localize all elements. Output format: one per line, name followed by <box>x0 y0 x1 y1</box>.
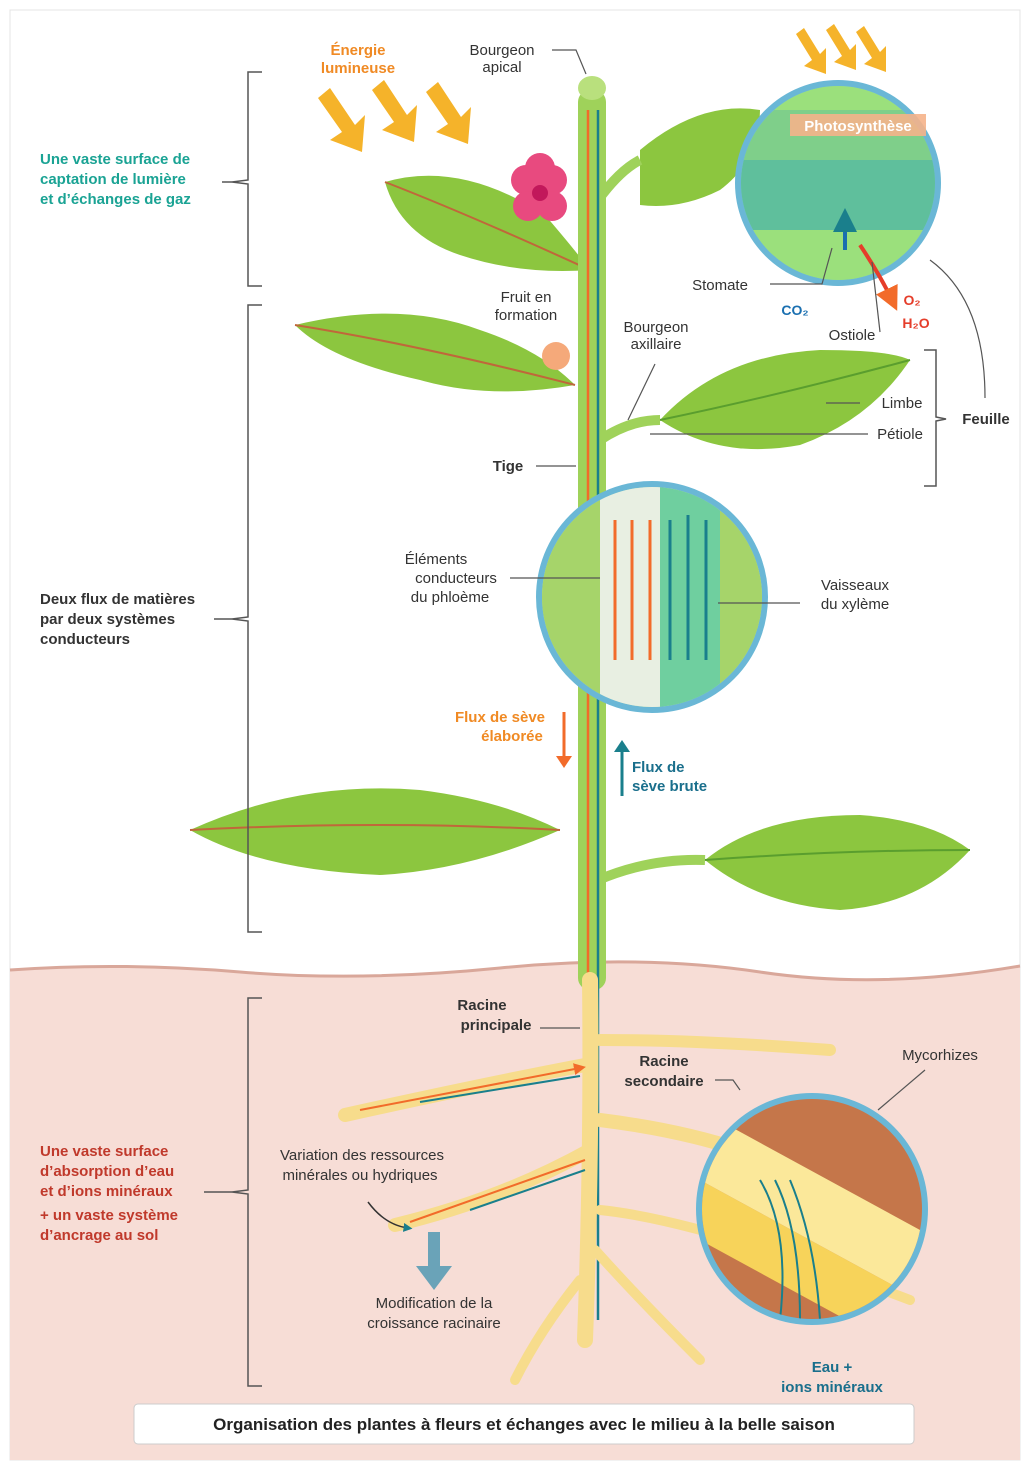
absorption-label-5: d’ancrage au sol <box>40 1227 158 1244</box>
apical-bud-label-1: Bourgeon <box>469 42 534 59</box>
main-root-label-1: Racine <box>457 997 506 1014</box>
water-ions-label-2: ions minéraux <box>781 1379 883 1396</box>
stomate-label: Stomate <box>692 277 748 294</box>
axillary-bud-label-2: axillaire <box>631 336 682 353</box>
absorption-label-2: d’absorption d’eau <box>40 1163 174 1180</box>
elaborated-sap-label-2: élaborée <box>481 728 543 745</box>
phloem-label-3: du phloème <box>411 589 489 606</box>
light-capture-label-1: Une vaste surface de <box>40 151 190 168</box>
light-capture-label-2: captation de lumière <box>40 171 186 188</box>
elaborated-sap-label-1: Flux de sève <box>455 709 545 726</box>
two-flows-label-2: par deux systèmes <box>40 611 175 628</box>
o2-label: O₂ <box>903 292 920 308</box>
water-ions-label-1: Eau + <box>812 1359 853 1376</box>
h2o-label: H₂O <box>902 315 929 331</box>
fruit-label-1: Fruit en <box>501 289 552 306</box>
co2-label: CO₂ <box>781 302 808 318</box>
caption: Organisation des plantes à fleurs et éch… <box>213 1415 835 1434</box>
variation-label-1: Variation des ressources <box>280 1147 444 1164</box>
xylem-label-2: du xylème <box>821 596 889 613</box>
axillary-bud-label-1: Bourgeon <box>623 319 688 336</box>
light-capture-label-3: et d’échanges de gaz <box>40 191 191 208</box>
absorption-label-4: + un vaste système <box>40 1207 178 1224</box>
two-flows-label-3: conducteurs <box>40 631 130 648</box>
two-flows-label-1: Deux flux de matières <box>40 591 195 608</box>
fruit-icon <box>542 342 570 370</box>
phloem-label-2: conducteurs <box>415 570 497 587</box>
secondary-root-label-1: Racine <box>639 1053 688 1070</box>
raw-sap-label-1: Flux de <box>632 759 685 776</box>
raw-sap-label-2: sève brute <box>632 778 707 795</box>
ostiole-label: Ostiole <box>829 327 876 344</box>
mycorrhizae-label: Mycorhizes <box>902 1047 978 1064</box>
petiole-label: Pétiole <box>877 426 923 443</box>
xylem-label-1: Vaisseaux <box>821 577 890 594</box>
modification-label-1: Modification de la <box>376 1295 493 1312</box>
fruit-label-2: formation <box>495 307 558 324</box>
apical-bud-label-2: apical <box>482 59 521 76</box>
tige-label: Tige <box>493 458 524 475</box>
energy-label-2: lumineuse <box>321 60 395 77</box>
variation-label-2: minérales ou hydriques <box>282 1167 437 1184</box>
absorption-label-3: et d’ions minéraux <box>40 1183 173 1200</box>
phloem-label-1: Éléments <box>405 551 468 568</box>
absorption-label-1: Une vaste surface <box>40 1143 168 1160</box>
secondary-root-label-2: secondaire <box>624 1073 703 1090</box>
photosynthesis-label: Photosynthèse <box>804 118 912 135</box>
energy-label-1: Énergie <box>330 42 385 59</box>
modification-label-2: croissance racinaire <box>367 1315 500 1332</box>
limbe-label: Limbe <box>882 395 923 412</box>
main-root-label-2: principale <box>461 1017 532 1034</box>
feuille-label: Feuille <box>962 411 1010 428</box>
